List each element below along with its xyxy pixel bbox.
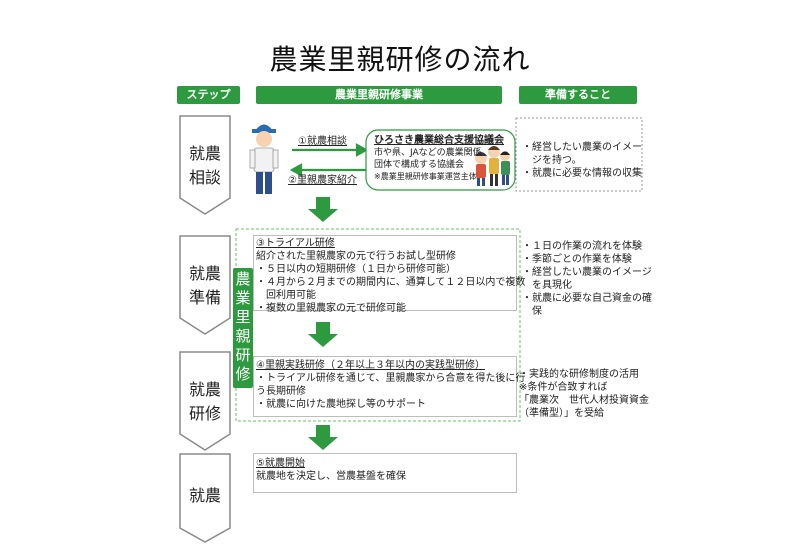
people-group-icon bbox=[475, 146, 510, 186]
header-prep: 準備すること bbox=[519, 86, 637, 104]
double-arrow-icon bbox=[289, 143, 369, 177]
prep-item: ・経営したい農業のイメージ bbox=[522, 267, 652, 278]
person-farmer-icon bbox=[249, 124, 279, 194]
header-program: 農業里親研修事業 bbox=[256, 86, 502, 104]
start-heading: ⑤就農開始 bbox=[256, 458, 305, 469]
prep-item: 保 bbox=[522, 306, 542, 317]
trial-content: ③トライアル研修 紹介された里親農家の元で行うお試し型研修 ・５日以内の短期研修… bbox=[256, 237, 525, 315]
chevron-step-icon bbox=[179, 351, 231, 451]
prep-consult: ・経営したい農業のイメー ジを持つ。 ・就農に必要な情報の収集 bbox=[522, 141, 642, 180]
trial-line: 回利用可能 bbox=[256, 290, 316, 301]
trial-line: ・４月から２月までの期間内に、通算して１２日以内で複数 bbox=[256, 277, 526, 288]
prep-item: ※条件が合致すれば bbox=[519, 382, 608, 393]
prep-item: （準備型）」を受給 bbox=[519, 408, 604, 419]
prep-training: ・実践的な研修制度の活用 ※条件が合致すれば 「農業次 世代人材投資資金 （準備… bbox=[519, 368, 649, 420]
step-label-prepare: 就農準備 bbox=[188, 264, 221, 307]
header-step: ステップ bbox=[177, 86, 240, 104]
down-arrow-icon bbox=[308, 197, 338, 222]
step-label-farming: 就農 bbox=[188, 486, 221, 505]
practical-heading: ④里親実践研修（２年以上３年以内の実践型研修） bbox=[256, 360, 485, 371]
practical-line: ・就農に向けた農地探し等のサポート bbox=[256, 399, 426, 410]
trial-line: 紹介された里親農家の元で行うお試し型研修 bbox=[256, 251, 456, 262]
prep-item: ・１日の作業の流れを体験 bbox=[522, 241, 642, 252]
council-box: ひろさき農業総合支援協議会 市や県、JAなどの農業関係 団体で構成する協議会 ※… bbox=[374, 134, 504, 182]
practical-line: ・トライアル研修を通じて、里親農家から合意を得た後に行 bbox=[256, 373, 526, 384]
start-box bbox=[253, 453, 517, 493]
trial-heading: ③トライアル研修 bbox=[256, 238, 335, 249]
practical-line: う長期研修 bbox=[256, 386, 306, 397]
chevron-step-icon bbox=[179, 115, 231, 215]
arrow-label-consult: ①就農相談 bbox=[298, 136, 347, 147]
prep-item: ・就農に必要な情報の収集 bbox=[522, 168, 642, 179]
chevron-step-icon bbox=[179, 453, 231, 543]
practical-box bbox=[253, 356, 517, 417]
prep-item: ・就農に必要な自己資金の確 bbox=[522, 293, 652, 304]
council-desc: 市や県、JAなどの農業関係 bbox=[374, 148, 482, 158]
step-label-consult: 就農相談 bbox=[188, 144, 221, 187]
start-content: ⑤就農開始 就農地を決定し、営農基盤を確保 bbox=[256, 457, 406, 483]
prep-item: ・実践的な研修制度の活用 bbox=[519, 369, 639, 380]
prep-item: を具現化 bbox=[522, 280, 572, 291]
prep-item: ・季節ごとの作業を体験 bbox=[522, 254, 632, 265]
start-line: 就農地を決定し、営農基盤を確保 bbox=[256, 471, 406, 482]
council-note: ※農業里親研修事業運営主体 bbox=[374, 172, 477, 181]
side-label-satooya: 農 業 里 親 研 修 bbox=[233, 268, 253, 388]
prep-ready: ・１日の作業の流れを体験 ・季節ごとの作業を体験 ・経営したい農業のイメージ を… bbox=[522, 240, 652, 318]
prep-item: 「農業次 世代人材投資資金 bbox=[519, 395, 649, 406]
council-desc: 団体で構成する協議会 bbox=[374, 160, 465, 170]
down-arrow-icon bbox=[308, 425, 338, 450]
chevron-step-icon bbox=[179, 235, 231, 335]
prep-item: ・経営したい農業のイメー bbox=[522, 142, 642, 153]
trial-line: ・５日以内の短期研修（１日から研修可能） bbox=[256, 264, 456, 275]
down-arrow-icon bbox=[308, 322, 338, 347]
trial-line: ・複数の里親農家の元で研修可能 bbox=[256, 303, 406, 314]
trial-box bbox=[253, 235, 517, 311]
prep-item: ジを持つ。 bbox=[522, 155, 582, 166]
page-title: 農業里親研修の流れ bbox=[269, 43, 531, 76]
practical-content: ④里親実践研修（２年以上３年以内の実践型研修） ・トライアル研修を通じて、里親農… bbox=[256, 359, 525, 411]
council-name: ひろさき農業総合支援協議会 bbox=[374, 135, 504, 146]
arrow-label-introduce: ②里親農家紹介 bbox=[288, 175, 357, 186]
step-label-training: 就農研修 bbox=[188, 380, 221, 423]
